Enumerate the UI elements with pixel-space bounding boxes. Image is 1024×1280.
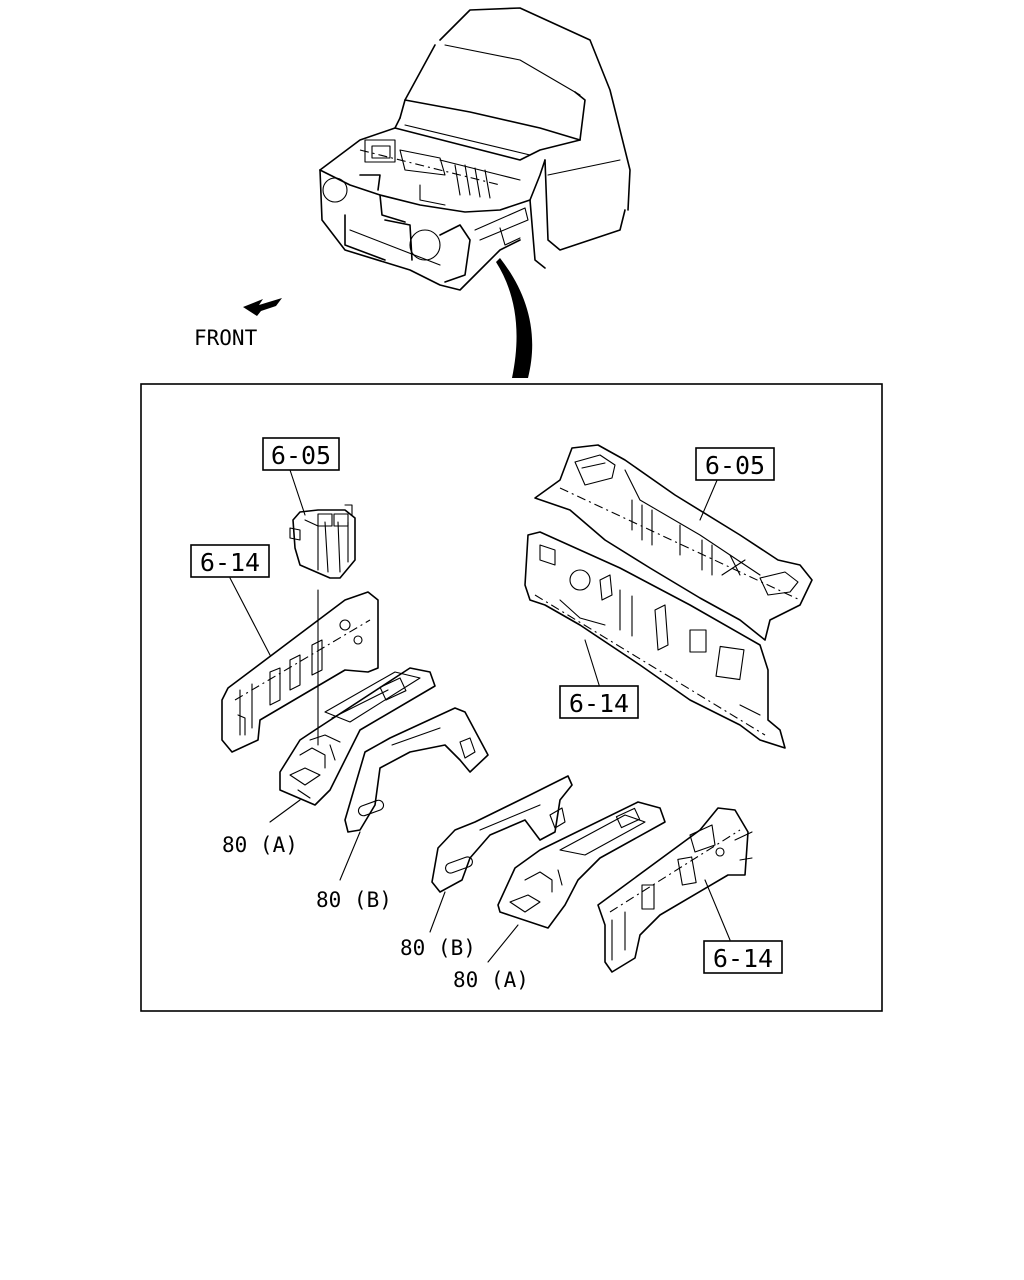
part-dash-upper-panel <box>534 444 813 641</box>
svg-text:6-14: 6-14 <box>200 548 260 577</box>
vehicle-overview <box>319 7 631 291</box>
leader-bottom-right-614 <box>704 879 731 941</box>
part-dash-lower-panel <box>524 531 786 749</box>
label-80a-mid: 80 (A) <box>453 968 529 992</box>
leader-left-605 <box>289 469 306 516</box>
leader-left-80b <box>339 831 361 881</box>
part-dash-bracket <box>289 504 356 579</box>
callout-614-bottom-right: 6-14 <box>703 940 783 974</box>
callout-605-right: 6-05 <box>695 447 775 481</box>
leader-left-614 <box>229 577 271 656</box>
label-80b-mid: 80 (B) <box>400 936 476 960</box>
svg-text:6-05: 6-05 <box>271 441 331 470</box>
callout-614-mid: 6-14 <box>559 685 639 719</box>
front-label: FRONT <box>194 326 258 350</box>
part-80b-left <box>344 707 489 833</box>
leader-right-605 <box>699 477 719 521</box>
leader-left-80a <box>269 799 301 823</box>
part-80b-mid <box>431 775 573 893</box>
part-80a-mid <box>497 801 666 929</box>
svg-text:6-14: 6-14 <box>713 944 773 973</box>
detail-leader <box>496 258 533 378</box>
front-arrow-icon <box>243 298 282 316</box>
leader-mid-80b <box>429 891 446 933</box>
leader-mid-614 <box>584 639 601 689</box>
detail-frame <box>140 383 883 1012</box>
part-right-inner-panel <box>597 807 753 973</box>
part-left-inner-panel <box>221 591 379 753</box>
callout-614-left: 6-14 <box>190 544 270 578</box>
leader-mid-80a <box>487 924 519 963</box>
callout-605-left: 6-05 <box>262 437 340 471</box>
label-80a-left: 80 (A) <box>222 833 298 857</box>
part-80a-left <box>279 667 436 806</box>
label-80b-left: 80 (B) <box>316 888 392 912</box>
svg-text:6-05: 6-05 <box>705 451 765 480</box>
svg-text:6-14: 6-14 <box>569 689 629 718</box>
